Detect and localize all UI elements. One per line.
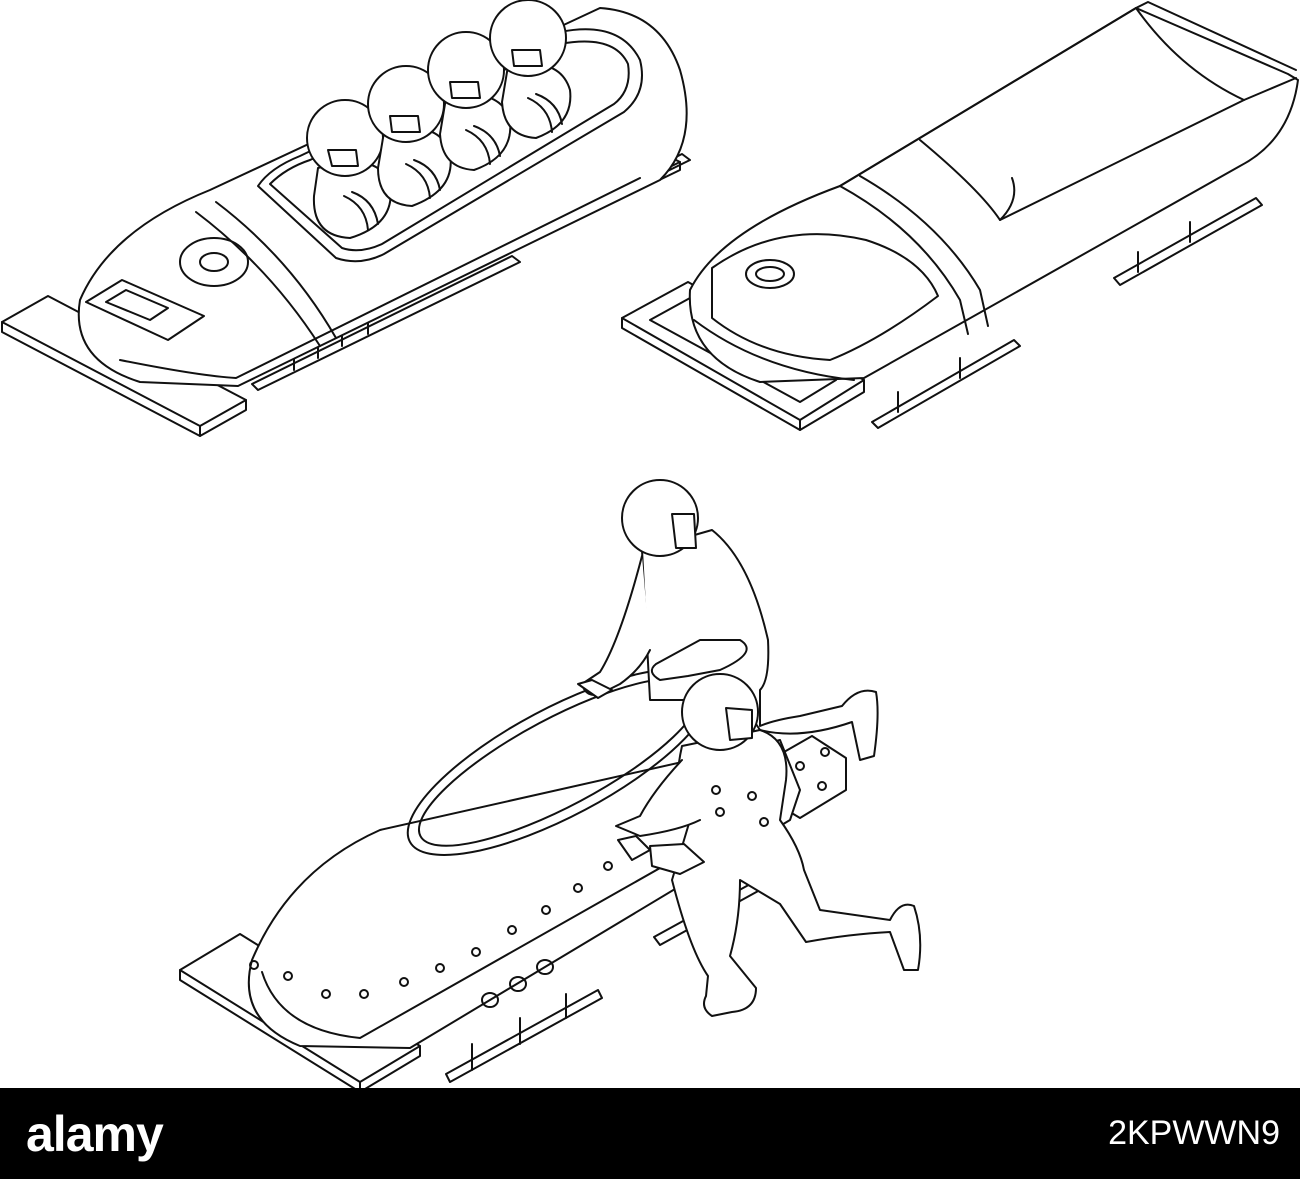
empty-bobsled bbox=[621, 1, 1299, 431]
alamy-logo: alamy bbox=[26, 1105, 164, 1162]
four-man-bobsled bbox=[1, 0, 691, 437]
image-id: 2KPWWN9 bbox=[1108, 1114, 1280, 1152]
watermark-bar: alamy 2KPWWN9 bbox=[0, 1088, 1300, 1179]
two-man-bobsled-push-start bbox=[179, 479, 922, 1088]
illustration-canvas bbox=[1, 0, 1299, 1088]
